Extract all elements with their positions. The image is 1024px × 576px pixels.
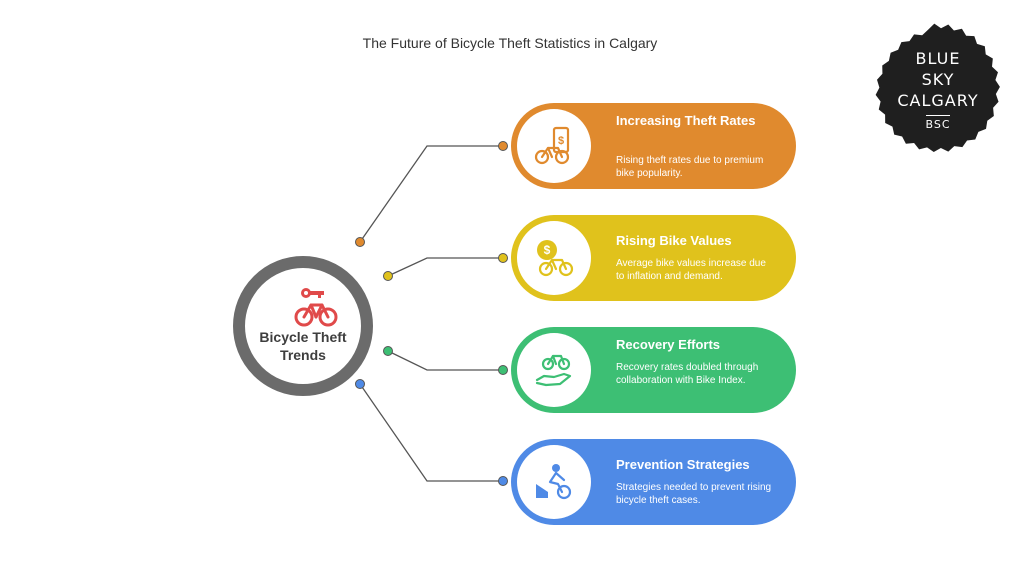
blue-sky-calgary-logo: BLUE SKY CALGARY BSC — [872, 22, 1004, 154]
bike-coin-icon: $ — [537, 240, 574, 277]
connector-dot-end-2 — [498, 253, 508, 263]
bike-key-icon — [294, 288, 338, 327]
connector-dot-start-1 — [355, 237, 365, 247]
card-rising-bike-values: $ Rising Bike Values Average bike values… — [511, 215, 796, 301]
card-description: Recovery rates doubled through collabora… — [616, 362, 759, 386]
logo-line-3: CALGARY — [897, 91, 979, 110]
svg-text:$: $ — [558, 135, 564, 147]
connector-dot-end-1 — [498, 141, 508, 151]
connector-dot-start-2 — [383, 271, 393, 281]
card-title: Recovery Efforts — [616, 337, 721, 352]
card-description: Average bike values increase due to infl… — [616, 258, 766, 282]
connector-dot-end-4 — [498, 476, 508, 486]
connector-1 — [359, 145, 503, 243]
logo-line-2: SKY — [921, 70, 955, 89]
hub-label: Bicycle Theft Trends — [259, 329, 347, 363]
connector-2 — [387, 257, 503, 277]
connector-3 — [387, 350, 503, 371]
svg-text:$: $ — [544, 243, 551, 257]
card-description: Rising theft rates due to premium bike p… — [616, 155, 764, 179]
hand-bike-icon — [535, 354, 572, 387]
card-recovery-efforts: Recovery Efforts Recovery rates doubled … — [511, 327, 796, 413]
connector-dot-start-3 — [383, 346, 393, 356]
bike-price-tag-icon: $ — [534, 126, 570, 165]
logo-line-1: BLUE — [915, 49, 961, 68]
connector-dot-end-3 — [498, 365, 508, 375]
diagram-title: The Future of Bicycle Theft Statistics i… — [362, 35, 658, 51]
cyclist-obstacle-icon — [536, 464, 572, 500]
logo-line-4: BSC — [925, 118, 951, 131]
card-description: Strategies needed to prevent rising bicy… — [616, 482, 772, 506]
seal-badge-icon — [875, 23, 1000, 153]
card-increasing-theft-rates: $ Increasing Theft Rates Rising theft ra… — [511, 103, 796, 189]
card-title: Prevention Strategies — [616, 457, 750, 472]
connector-4 — [359, 383, 503, 482]
card-prevention-strategies: Prevention Strategies Strategies needed … — [511, 439, 796, 525]
card-title: Increasing Theft Rates — [616, 113, 756, 128]
logo-divider — [926, 115, 950, 116]
connector-dot-start-4 — [355, 379, 365, 389]
card-title: Rising Bike Values — [616, 233, 732, 248]
central-hub: Bicycle Theft Trends — [233, 256, 373, 396]
